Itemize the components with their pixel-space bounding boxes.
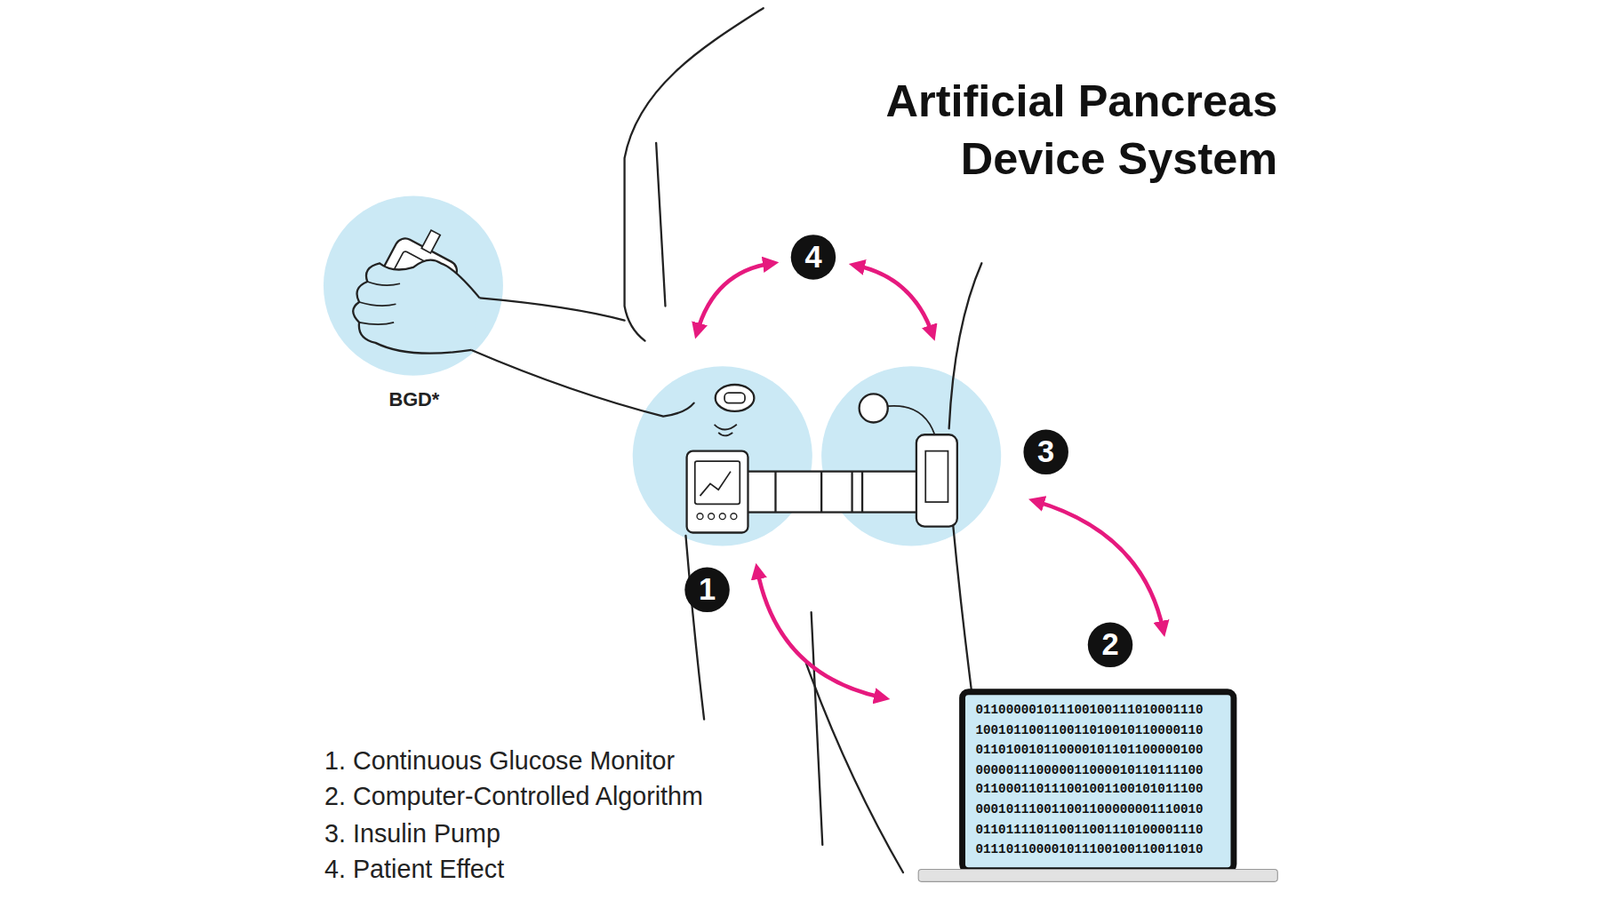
leg-line (811, 612, 824, 846)
arm-line (480, 297, 625, 320)
laptop-screen (962, 692, 1234, 872)
legend-list-item: 4. Patient Effect (324, 853, 504, 884)
belt-seam (861, 472, 864, 513)
legend-list-item: 1. Continuous Glucose Monitor (324, 744, 675, 776)
torso-line (949, 263, 983, 429)
wireless-signal (714, 424, 737, 437)
highlight-circle (632, 366, 813, 546)
arm-line (471, 350, 694, 417)
cgm-buttons (696, 513, 737, 520)
double-arrow (1034, 501, 1164, 632)
torso-line (656, 143, 665, 307)
pump-screen (925, 451, 948, 503)
cgm-button (696, 513, 704, 520)
pink-arrows (696, 263, 1164, 698)
callout-number: 3 (1023, 430, 1069, 476)
double-arrow (696, 263, 773, 333)
cgm-button (719, 513, 726, 520)
glucose-trace (700, 472, 731, 497)
sensor-inner (724, 392, 745, 403)
binary-code-line: 000101110011001100000001110010 (975, 803, 1203, 818)
infusion-site (859, 393, 888, 423)
binary-code-line: 000001110000011000010110111100 (975, 763, 1203, 778)
body-outline (471, 8, 982, 873)
binary-code-line: 011000110111001001100101011100 (975, 783, 1203, 798)
binary-code-line: 011000001011100100111010001110 (975, 703, 1203, 718)
finger-lines (359, 281, 400, 325)
binary-code-line: 100101100110011010010110000110 (975, 723, 1203, 738)
device-label: BGD* (388, 389, 440, 412)
legend-list-item: 3. Insulin Pump (324, 816, 501, 848)
binary-code-line: 011011110110011001110100001110 (975, 823, 1203, 838)
leg-line (806, 664, 904, 873)
highlight-circle (323, 196, 504, 376)
callout-number: 4 (791, 234, 837, 280)
cgm-sensor (715, 384, 755, 412)
infusion-tube (888, 406, 936, 435)
highlight-circle (821, 366, 1001, 546)
cgm-receiver (687, 451, 749, 534)
cgm-button (708, 513, 715, 520)
double-arrow (855, 265, 933, 336)
hand (352, 260, 480, 354)
back-line (624, 8, 764, 341)
belt (744, 472, 919, 513)
insulin-pump (916, 434, 958, 527)
belt-seam (820, 472, 823, 513)
callout-number: 1 (684, 568, 730, 614)
torso-line (685, 536, 704, 720)
belt-seam (850, 472, 853, 513)
laptop-base (918, 870, 1278, 883)
binary-code-line: 011010010110000101101100000100 (975, 743, 1203, 758)
double-arrow (757, 569, 884, 699)
diagram-title: Artificial Pancreas Device System (839, 71, 1279, 188)
callout-number: 2 (1088, 623, 1134, 669)
belt-strap (744, 472, 919, 513)
torso-line (952, 525, 975, 714)
belt-seam (774, 472, 776, 513)
cgm-screen (695, 461, 741, 504)
legend-list-item: 2. Computer-Controlled Algorithm (324, 781, 704, 812)
test-strip (421, 230, 440, 254)
cgm-button (730, 513, 737, 520)
binary-code-line: 011101100001011100100110011010 (975, 843, 1203, 858)
